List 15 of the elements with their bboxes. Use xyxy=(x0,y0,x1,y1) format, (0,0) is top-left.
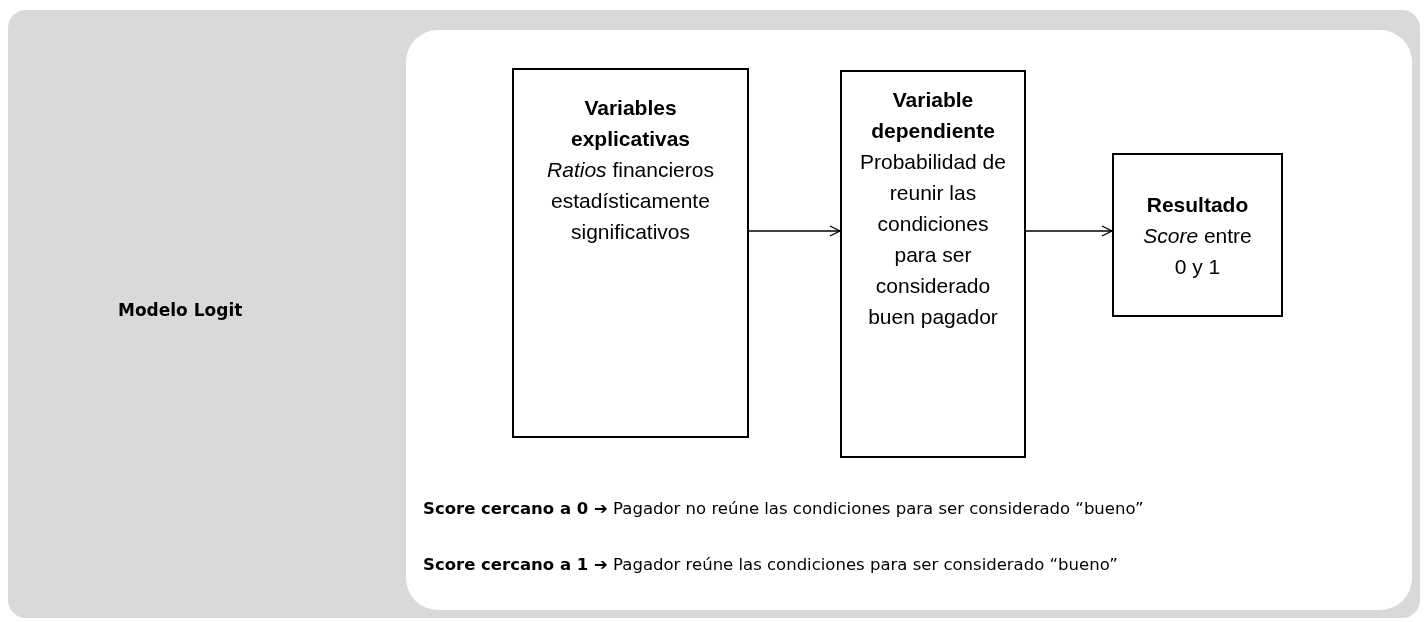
box-heading: Resultado xyxy=(1146,191,1249,218)
note-text: Score cercano a 1 ➔ Pagador reúne las condiciones para ser considerado “bueno” xyxy=(423,554,1119,575)
box-text: Score entre 0 y 1 xyxy=(1142,222,1253,280)
model-title: Modelo Logit xyxy=(118,300,243,320)
arrow xyxy=(1025,225,1113,237)
content-panel xyxy=(406,30,1412,610)
arrow xyxy=(748,225,841,237)
box-heading: Variable dependiente xyxy=(870,87,996,144)
panel-background xyxy=(8,10,1420,618)
box-text: Probabilidad de reunir las condiciones para ser considerado buen pagador xyxy=(859,149,1007,330)
note-text: Score cercano a 0 ➔ Pagador no reúne las condiciones para ser considerado “bueno” xyxy=(423,498,1145,519)
box-text: Ratios financieros estadísticamente significativos xyxy=(546,157,715,245)
process-box xyxy=(1112,153,1283,317)
process-box xyxy=(840,70,1026,458)
process-box xyxy=(512,68,749,438)
